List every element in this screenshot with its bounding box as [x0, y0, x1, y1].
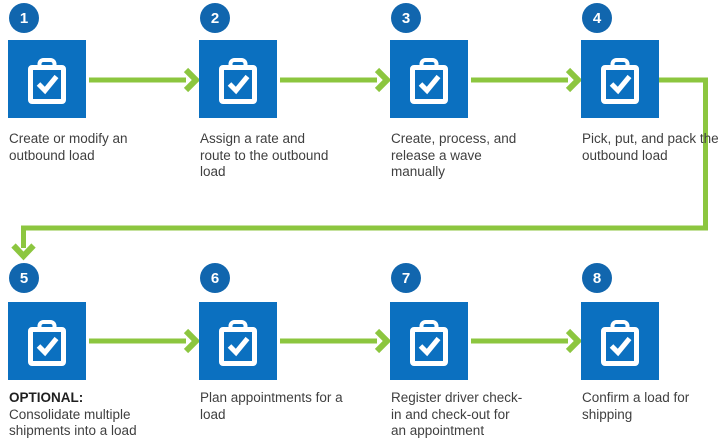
step-1: 1 Create or modify an outbound load — [8, 3, 198, 200]
arrow-step5-to-step6 — [89, 328, 201, 354]
step-label-line: shipping — [582, 406, 633, 422]
step-number: 8 — [592, 269, 602, 287]
clipboard-check-icon — [410, 58, 448, 104]
step-number-badge: 4 — [582, 3, 612, 33]
step-label-line: in and check-out for — [391, 406, 510, 422]
step-label-line: shipments into a load — [9, 423, 137, 438]
step-label: OPTIONAL: Consolidate multiple shipments… — [9, 390, 137, 440]
step-label-line: outbound load — [582, 147, 668, 163]
step-tile — [390, 302, 468, 380]
step-label: Plan appointments for a load — [200, 390, 343, 423]
step-tile — [8, 40, 86, 118]
step-label-line: route to the outbound — [200, 147, 329, 163]
arrow-step2-to-step3 — [280, 67, 392, 93]
clipboard-check-icon — [410, 320, 448, 366]
arrow-step4-to-step5-wrap — [11, 77, 708, 261]
step-number-badge: 3 — [391, 3, 421, 33]
step-label-line: load — [200, 164, 226, 179]
arrow-step7-to-step8 — [471, 328, 583, 354]
step-label-line: Pick, put, and pack the — [582, 131, 718, 146]
clipboard-check-icon — [219, 320, 257, 366]
step-number-badge: 6 — [200, 263, 230, 293]
step-number: 7 — [401, 269, 411, 287]
step-label: Assign a rate and route to the outbound … — [200, 131, 328, 181]
step-tile — [390, 40, 468, 118]
step-label-line: Consolidate multiple — [9, 406, 131, 422]
step-label-line: release a wave — [391, 147, 482, 163]
step-tile — [199, 40, 277, 118]
step-number: 5 — [19, 269, 29, 287]
step-label-line: manually — [391, 164, 446, 179]
step-number-badge: 7 — [391, 263, 421, 293]
step-8: 8 Confirm a load for shipping — [581, 263, 718, 447]
step-label: Create or modify an outbound load — [9, 131, 128, 164]
step-label-line: an appointment — [391, 423, 485, 438]
step-number-badge: 5 — [9, 263, 39, 293]
arrow-step3-to-step4 — [471, 67, 583, 93]
step-tile — [8, 302, 86, 380]
step-4: 4 Pick, put, and pack the outbound load — [581, 3, 718, 200]
step-2: 2 Assign a rate and route to the outboun… — [199, 3, 389, 200]
step-number: 4 — [592, 9, 602, 27]
step-label-line: Create, process, and — [391, 131, 517, 146]
step-tile — [581, 302, 659, 380]
arrow-step1-to-step2 — [89, 67, 201, 93]
clipboard-check-icon — [28, 58, 66, 104]
step-number: 6 — [210, 269, 220, 287]
step-number-badge: 8 — [582, 263, 612, 293]
step-label-line: load — [200, 406, 226, 422]
clipboard-check-icon — [28, 320, 66, 366]
step-label: Confirm a load for shipping — [582, 390, 689, 423]
clipboard-check-icon — [601, 320, 639, 366]
step-label-line: Register driver check- — [391, 390, 523, 405]
step-3: 3 Create, process, and release a wave ma… — [390, 3, 580, 200]
step-label: Create, process, and release a wave manu… — [391, 131, 516, 181]
optional-label: OPTIONAL: — [9, 390, 84, 405]
step-number-badge: 1 — [9, 3, 39, 33]
clipboard-check-icon — [219, 58, 257, 104]
step-label-line: outbound load — [9, 147, 95, 163]
step-number: 1 — [19, 9, 29, 27]
step-label: Pick, put, and pack the outbound load — [582, 131, 718, 164]
step-label-line: Create or modify an — [9, 131, 128, 146]
step-5: 5 OPTIONAL: Consolidate multiple shipmen… — [8, 263, 198, 447]
step-label-line: Plan appointments for a — [200, 390, 343, 405]
step-label-line: Confirm a load for — [582, 390, 690, 405]
step-number: 2 — [210, 9, 220, 27]
step-label-line: Assign a rate and — [200, 131, 306, 146]
step-tile — [581, 40, 659, 118]
step-tile — [199, 302, 277, 380]
step-number-badge: 2 — [200, 3, 230, 33]
step-number: 3 — [401, 9, 411, 27]
clipboard-check-icon — [601, 58, 639, 104]
arrow-step6-to-step7 — [280, 328, 392, 354]
step-label: Register driver check- in and check-out … — [391, 390, 522, 440]
step-6: 6 Plan appointments for a load — [199, 263, 389, 447]
step-7: 7 Register driver check- in and check-ou… — [390, 263, 580, 447]
